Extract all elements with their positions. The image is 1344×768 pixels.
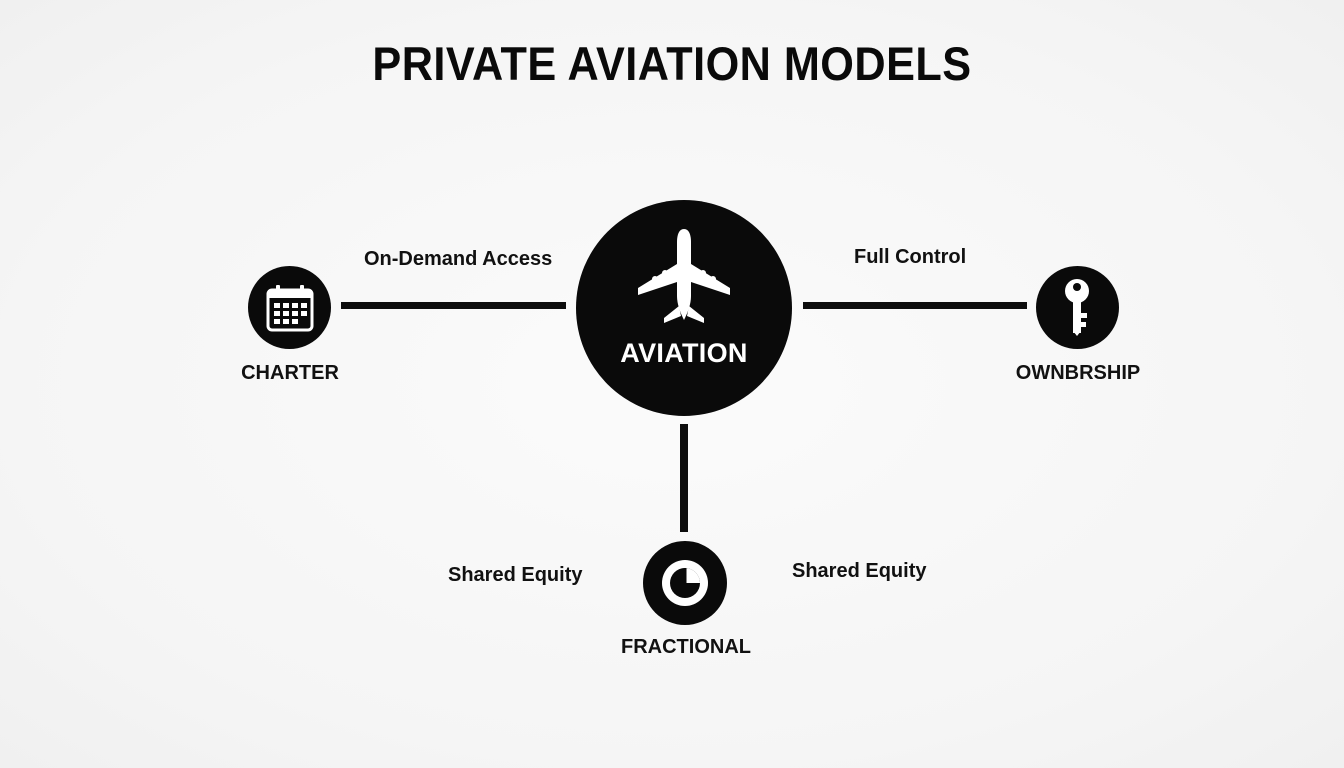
edge-label-on-demand-access: On-Demand Access (364, 248, 553, 270)
edge-label-shared-equity-left: Shared Equity (448, 564, 583, 586)
node-label-ownership: OWNBRSHIP (1015, 362, 1141, 384)
node-label-charter: CHARTER (241, 362, 339, 384)
node-label-fractional: FRACTIONAL (621, 636, 751, 658)
airplane-icon (638, 229, 730, 323)
connector-fractional (680, 424, 688, 532)
diagram-title: PRIVATE AVIATION MODELS (372, 37, 972, 90)
connector-charter (341, 302, 566, 309)
node-charter (248, 266, 331, 349)
edge-label-full-control: Full Control (854, 246, 967, 268)
key-icon (1065, 279, 1089, 336)
connector-ownership (803, 302, 1027, 309)
hub-label: AVIATION (620, 338, 748, 368)
edge-label-shared-equity-right: Shared Equity (792, 560, 927, 582)
calendar-icon (266, 285, 314, 332)
pie-chart-icon (662, 560, 708, 606)
